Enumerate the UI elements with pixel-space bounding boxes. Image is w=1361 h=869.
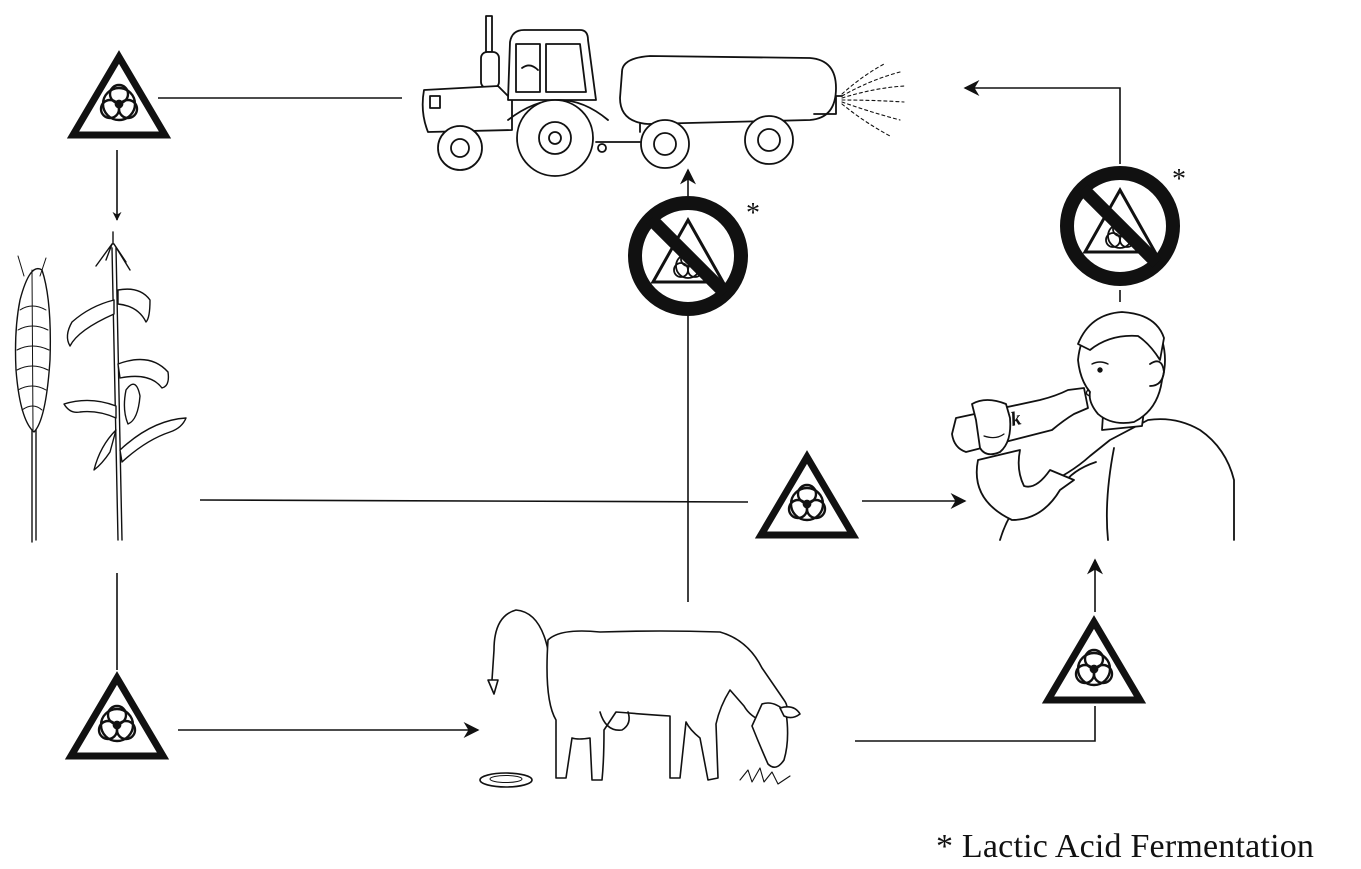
biohazard-warning-icon	[1048, 622, 1140, 700]
tractor-slurry-tanker-illustration	[423, 16, 904, 176]
no-biohazard-icon	[635, 203, 741, 309]
biohazard-warning-icon	[761, 457, 853, 535]
biohazard-warning-icon	[73, 57, 165, 135]
grazing-cow-illustration	[480, 610, 800, 787]
fermentation-asterisk: *	[746, 198, 760, 229]
milk-bottle: Milk	[952, 388, 1088, 452]
biohazard-warning-icon	[71, 678, 163, 756]
man-drinking-milk-illustration: Milk	[952, 312, 1234, 540]
no-biohazard-icon	[1067, 173, 1173, 279]
connector-crops-to-tri-mid	[200, 500, 748, 502]
footnote-lactic-acid-fermentation: * Lactic Acid Fermentation	[936, 828, 1314, 866]
connector-cow-to-tri-right	[855, 706, 1095, 741]
wheat-and-corn-illustration	[16, 232, 187, 542]
arrow-nosign-to-tractor	[965, 88, 1120, 164]
fermentation-asterisk: *	[1172, 164, 1186, 195]
